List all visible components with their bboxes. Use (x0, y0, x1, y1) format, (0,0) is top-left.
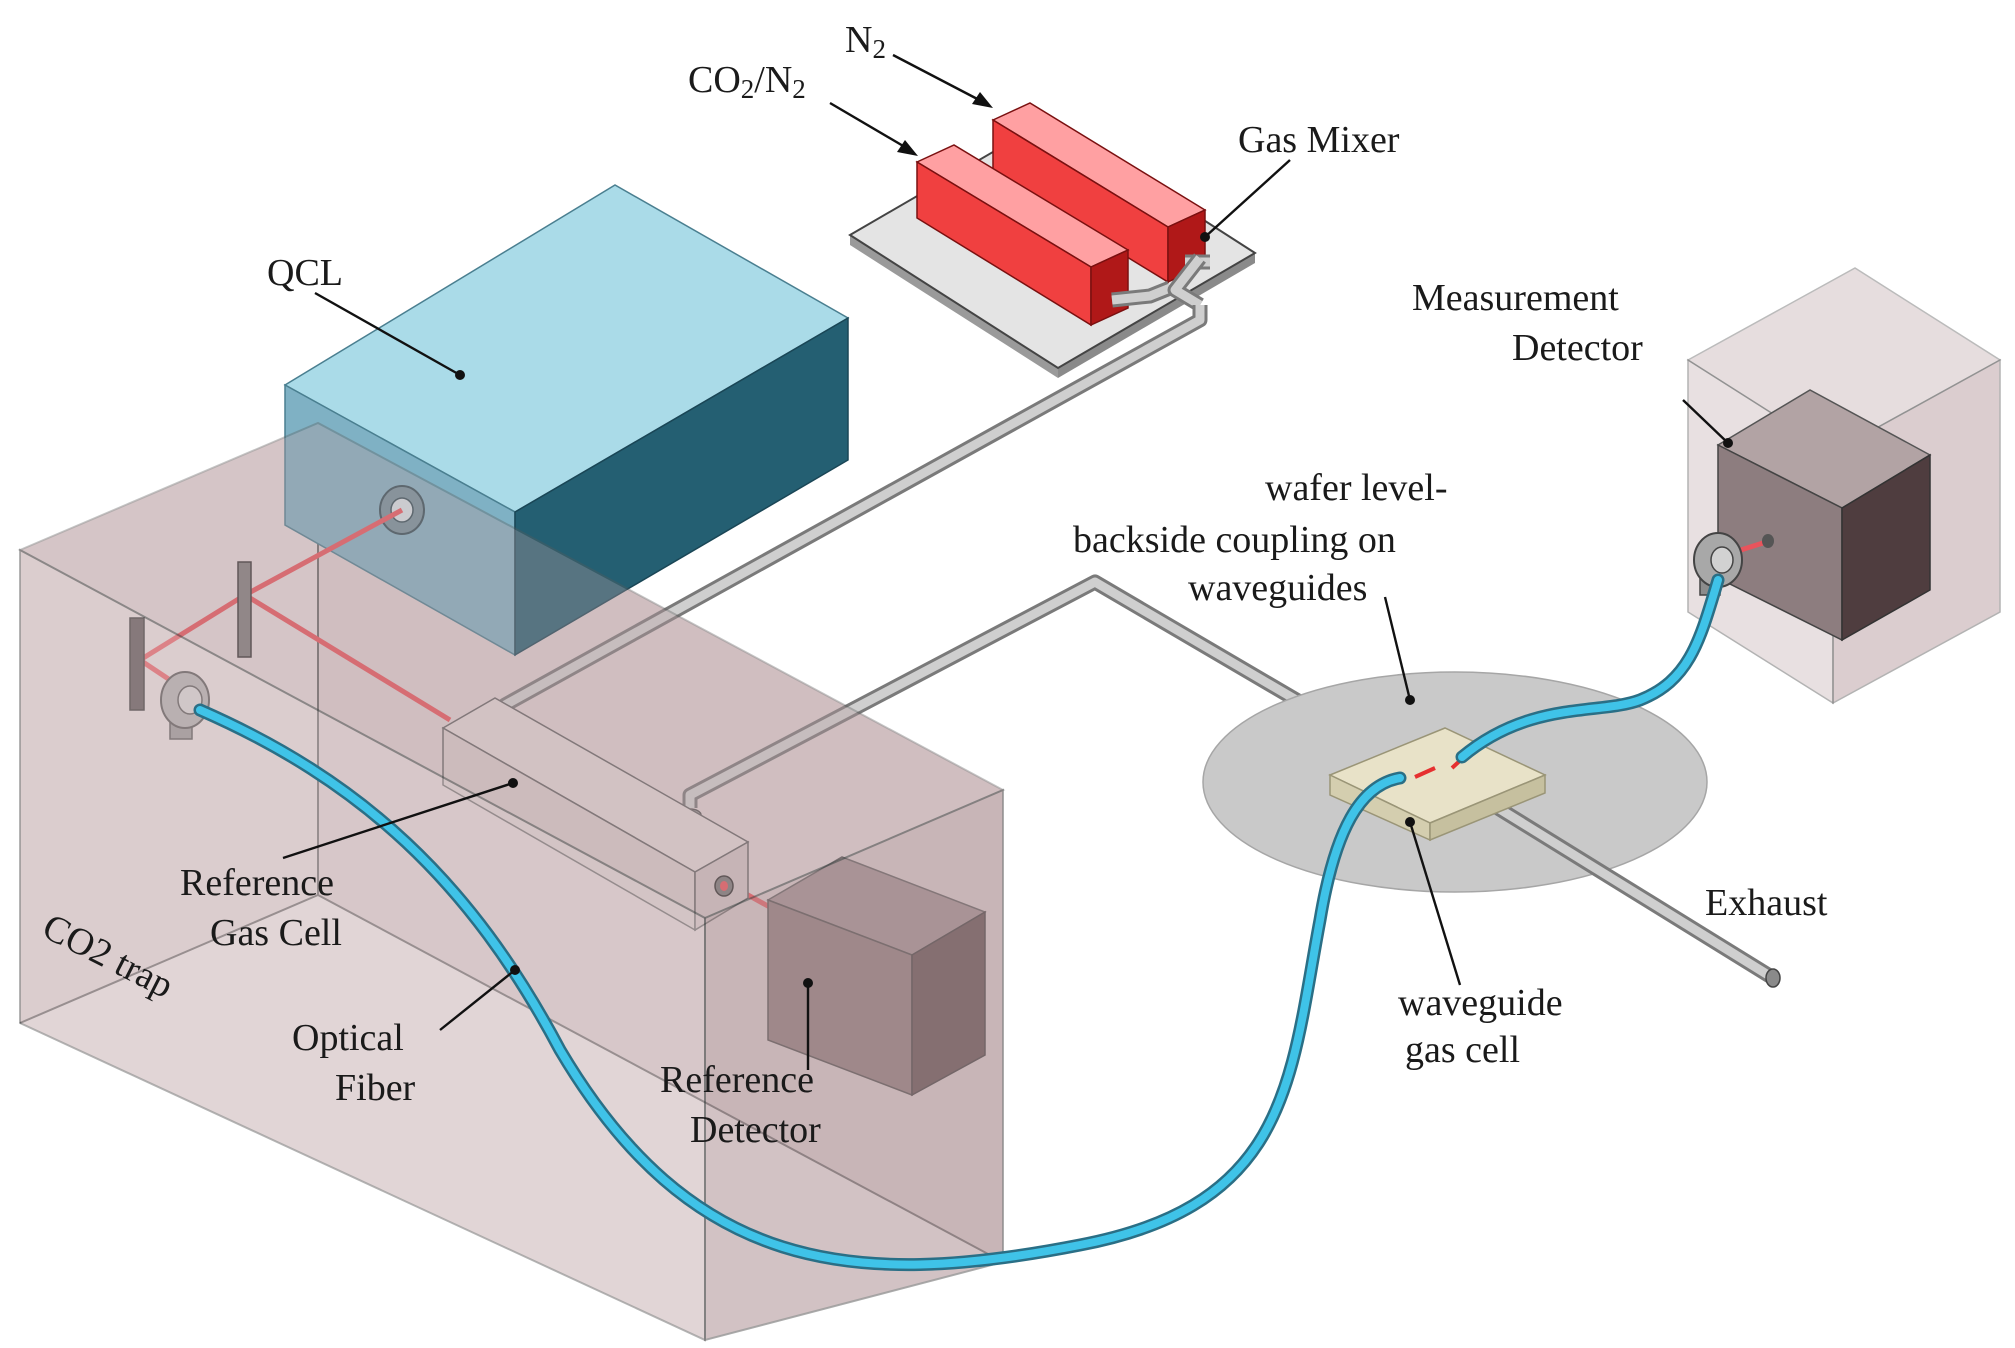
label-reference-detector-2: Detector (690, 1109, 821, 1151)
measurement-coupler-icon (1693, 532, 1774, 596)
waveguide-gas-cell (1328, 727, 1547, 842)
svg-text:N2: N2 (845, 19, 886, 64)
reference-gas-cell (441, 697, 750, 932)
mirror (129, 617, 145, 711)
svg-text:CO2/N2: CO2/N2 (688, 59, 806, 104)
label-reference-gas-cell-2: Gas Cell (210, 912, 342, 954)
label-n2: N2 (845, 19, 886, 64)
label-waveguide-gas-cell-2: gas cell (1405, 1029, 1520, 1071)
label-optical-fiber-2: Fiber (335, 1067, 416, 1109)
exhaust-pipe (1481, 793, 1781, 988)
gas-mixer (848, 102, 1257, 378)
label-measurement-detector-1: Measurement (1412, 277, 1619, 319)
label-co2-n2: CO2/N2 (688, 59, 806, 104)
label-wafer-3: waveguides (1188, 567, 1367, 609)
qcl-box (283, 184, 850, 657)
measurement-detector (1716, 389, 1932, 642)
label-gas-mixer: Gas Mixer (1238, 119, 1400, 161)
label-reference-detector-1: Reference (660, 1059, 814, 1101)
leader-lines (282, 53, 1733, 1070)
label-qcl: QCL (267, 252, 343, 294)
label-reference-gas-cell-1: Reference (180, 862, 334, 904)
label-waveguide-gas-cell-1: waveguide (1398, 982, 1563, 1024)
label-optical-fiber-1: Optical (292, 1017, 404, 1059)
label-wafer-1: wafer level- (1265, 467, 1448, 509)
label-wafer-2: backside coupling on (1073, 519, 1396, 561)
label-measurement-detector-2: Detector (1512, 327, 1643, 369)
n2-bottle (991, 102, 1207, 284)
label-exhaust: Exhaust (1705, 882, 1828, 924)
co2-trap-enclosure-front (17, 421, 1006, 1342)
beam-splitter (237, 561, 252, 658)
optical-fiber (193, 573, 1725, 1272)
